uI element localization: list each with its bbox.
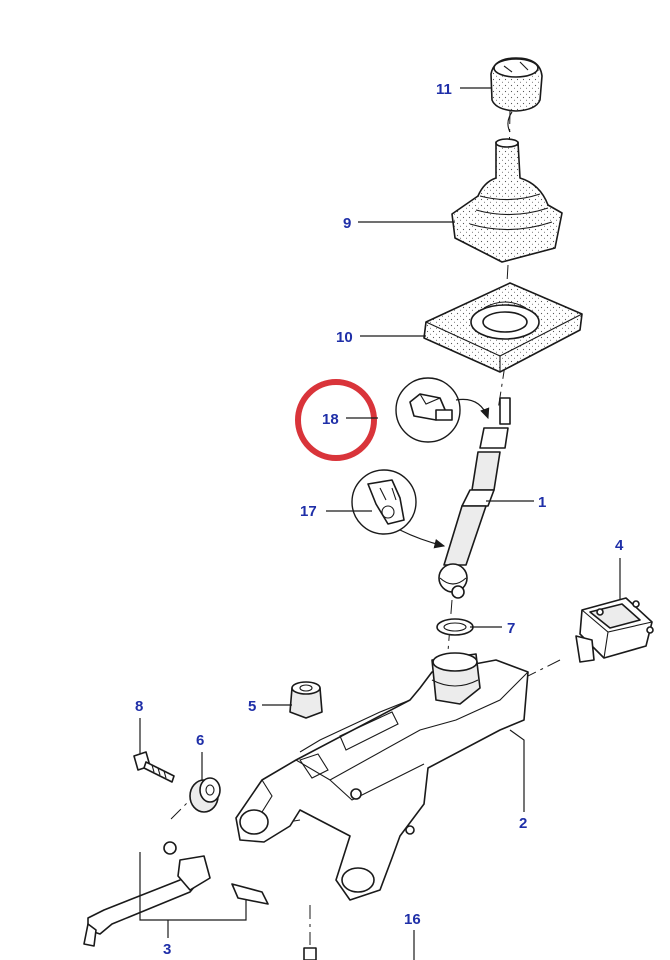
callout-18: 18 [322, 411, 339, 428]
callout-6: 6 [196, 732, 204, 749]
callout-1: 1 [538, 494, 546, 511]
part-1-gear-lever [438, 397, 511, 599]
leader-lines [139, 87, 621, 960]
part-11-gear-knob [490, 57, 543, 133]
callout-2: 2 [519, 815, 527, 832]
callout-4: 4 [615, 537, 624, 554]
part-16-bolt [303, 947, 317, 960]
part-18-clip-inset [395, 377, 490, 443]
part-7-o-ring [436, 618, 474, 636]
callout-10: 10 [336, 329, 353, 346]
part-4-mount-block [575, 597, 654, 663]
part-8-bolt [133, 751, 175, 783]
callout-17: 17 [300, 503, 317, 520]
callout-8: 8 [135, 698, 143, 715]
part-9-gaiter-boot [451, 138, 563, 263]
callout-16: 16 [404, 911, 421, 928]
part-3-selector-linkage [83, 841, 269, 947]
part-5-bush [289, 681, 323, 719]
callout-5: 5 [248, 698, 256, 715]
callout-labels: 11 9 10 18 17 1 4 7 5 8 6 2 3 16 [135, 81, 624, 958]
highlight-ring-18 [295, 379, 377, 461]
callout-3: 3 [163, 941, 171, 958]
part-2-shifter-housing [235, 652, 529, 901]
callout-9: 9 [343, 215, 351, 232]
part-17-pin-inset [351, 469, 446, 549]
callout-7: 7 [507, 620, 515, 637]
part-10-boot-seal-frame [423, 282, 583, 373]
callout-11: 11 [436, 81, 452, 98]
part-6-bush [189, 777, 221, 813]
